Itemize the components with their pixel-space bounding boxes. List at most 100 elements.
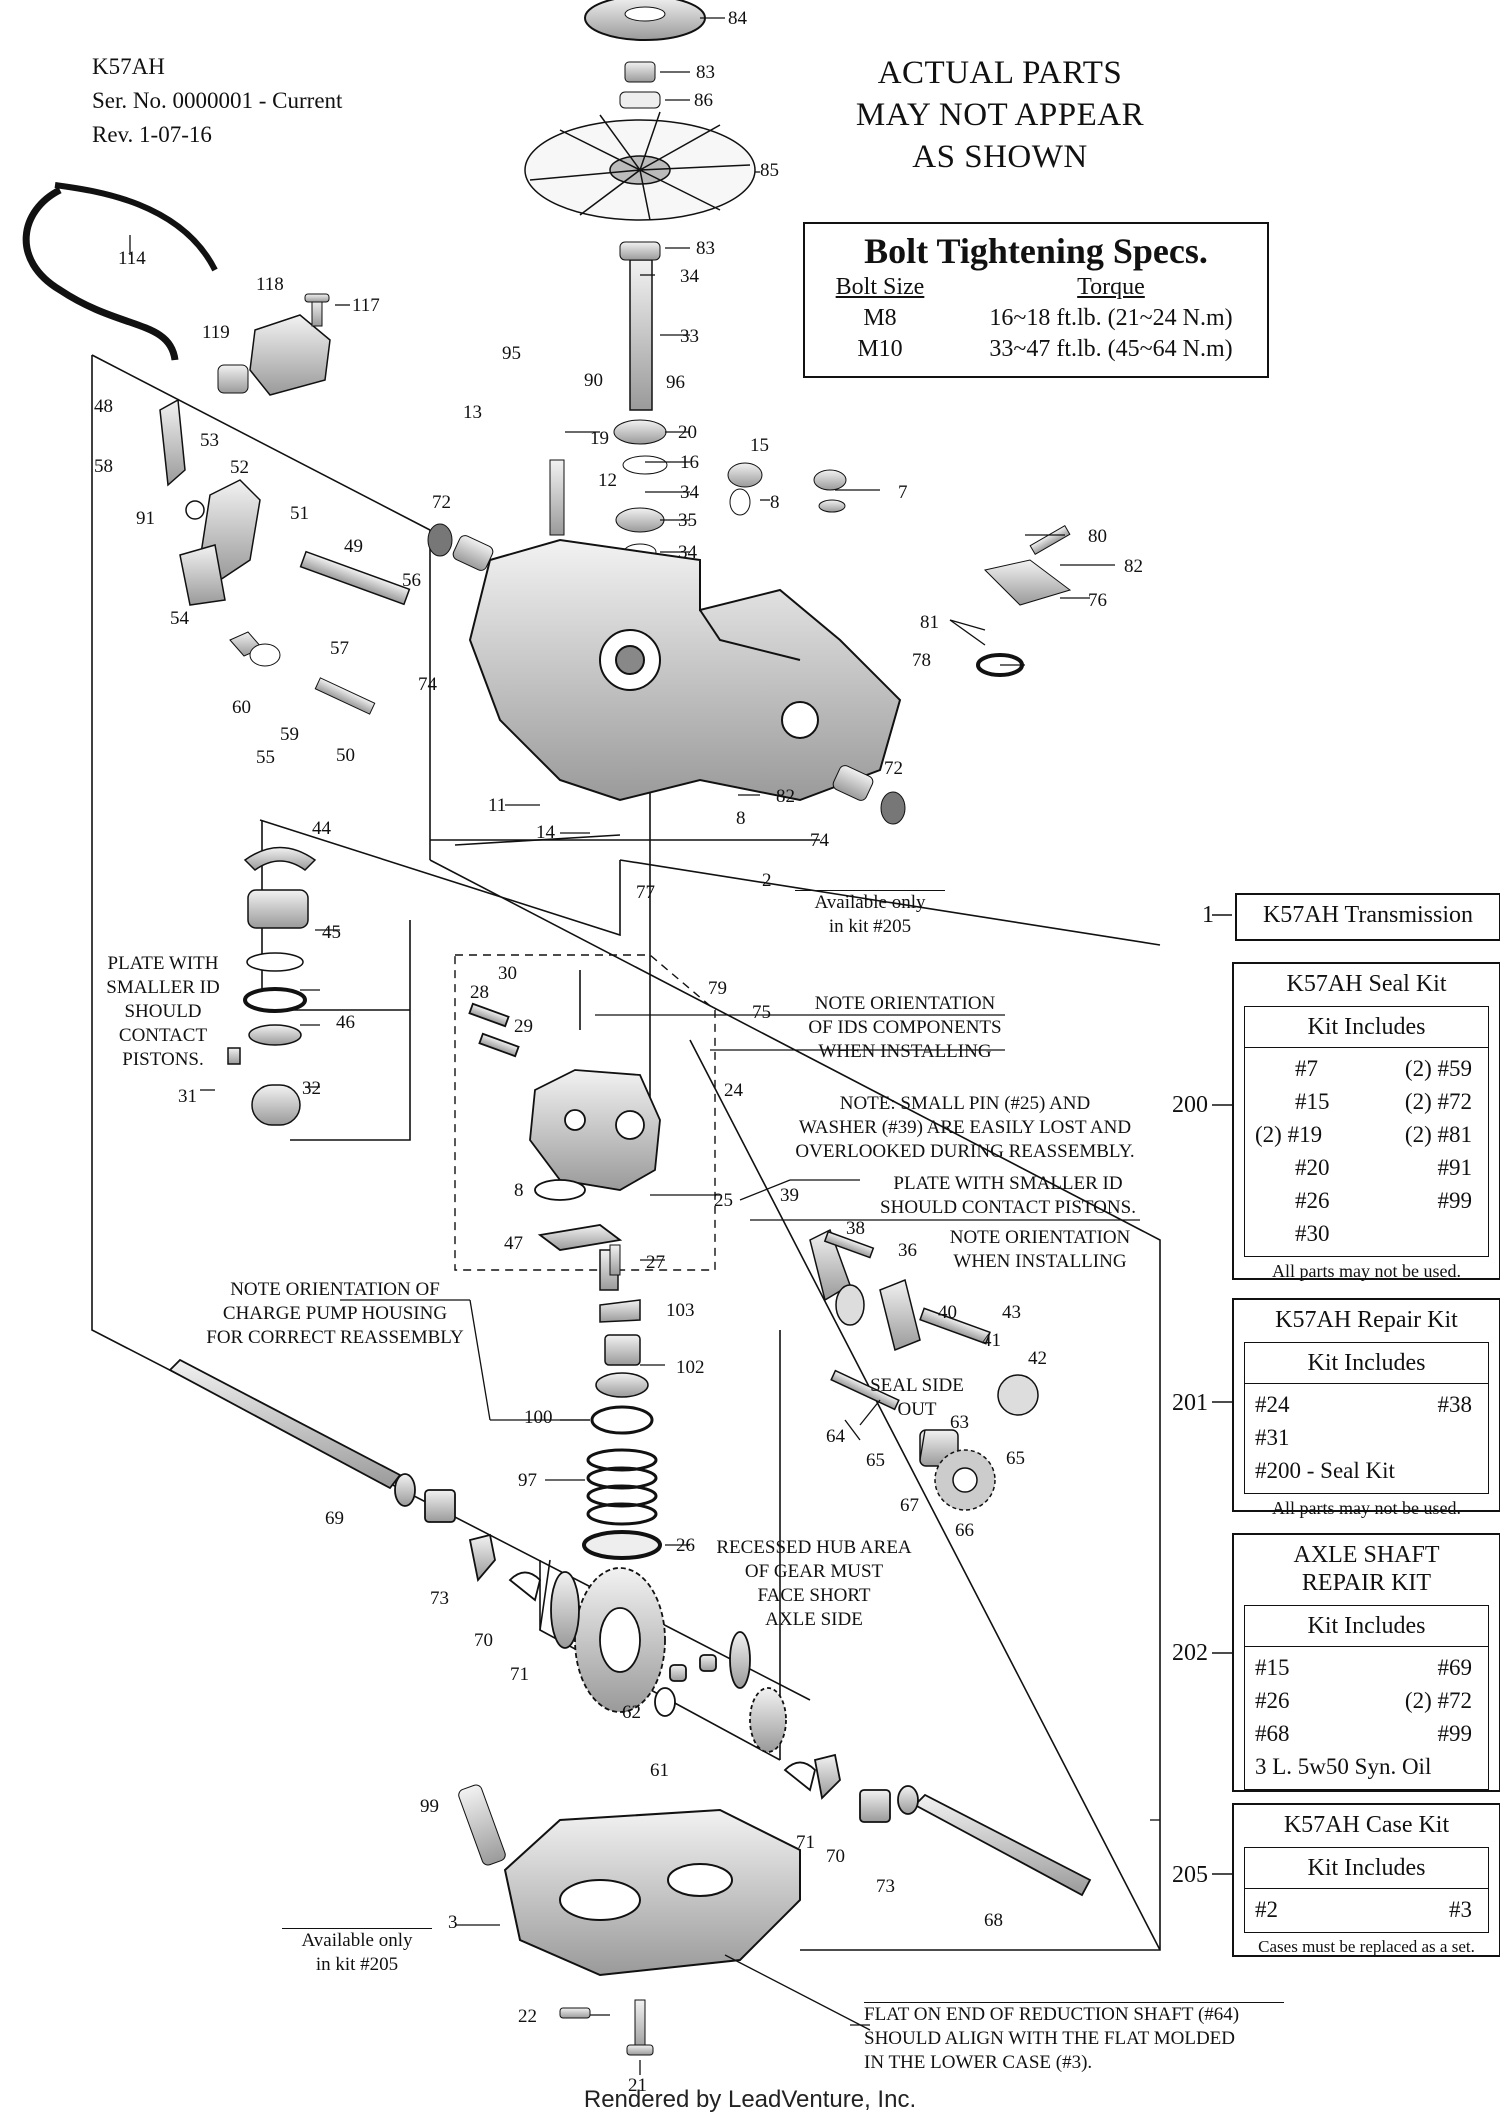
callout-line: WHEN INSTALLING: [818, 1041, 992, 1062]
part-number: 28: [470, 982, 489, 1003]
kit-includes-table: Kit Includes #15 #69 #26 (2) #72 #68 #99…: [1244, 1605, 1489, 1790]
part-number: 100: [524, 1407, 553, 1428]
part-number: 72: [432, 492, 451, 513]
plate-smaller-id-note-right: PLATE WITH SMALLER ID SHOULD CONTACT PIS…: [868, 1172, 1148, 1220]
bearing-stack-parts: [613, 419, 668, 561]
part-number: 12: [598, 470, 617, 491]
part-number: 75: [752, 1002, 771, 1023]
part-number: 74: [418, 674, 437, 695]
callout-line: Available only: [814, 892, 926, 913]
part-number: 72: [884, 758, 903, 779]
orientation-install-note: NOTE ORIENTATION WHEN INSTALLING: [940, 1226, 1140, 1274]
part-number: 38: [846, 1218, 865, 1239]
bolt-specs-row: M10 33~47 ft.lb. (45~64 N.m): [805, 334, 1267, 365]
kit-item: [1367, 1217, 1479, 1250]
part-number: 84: [728, 8, 747, 29]
header-block: K57AH Ser. No. 0000001 - Current Rev. 1-…: [92, 50, 342, 152]
callout-line: FACE SHORT: [757, 1585, 871, 1606]
sealant-tube-part: [458, 1784, 506, 1866]
callout-line: SHOULD ALIGN WITH THE FLAT MOLDED: [864, 2028, 1236, 2049]
callout-line: OUT: [897, 1399, 937, 1420]
part-number: 73: [430, 1588, 449, 1609]
torque-header: Torque: [1077, 274, 1145, 300]
callout-line: PISTONS.: [122, 1049, 204, 1070]
seal-kit-box: K57AH Seal Kit Kit Includes #7 (2) #59 #…: [1232, 962, 1500, 1281]
part-number: 42: [1028, 1348, 1047, 1369]
kit-item: #7: [1295, 1056, 1318, 1081]
part-number: 78: [912, 650, 931, 671]
callout-line: WASHER (#39) ARE EASILY LOST AND: [798, 1117, 1132, 1138]
callout-line: FOR CORRECT REASSEMBLY: [206, 1327, 464, 1348]
bolt-parts: [304, 293, 654, 2056]
part-number: 65: [1006, 1448, 1025, 1469]
part-number: 11: [488, 795, 507, 816]
part-number: 57: [330, 638, 349, 659]
part-number: 60: [232, 697, 251, 718]
part-number: 54: [170, 608, 189, 629]
serial-label: Ser. No. 0000001 - Current: [92, 88, 343, 113]
part-number: 71: [510, 1664, 529, 1685]
callout-line: OF IDS COMPONENTS: [808, 1017, 1002, 1038]
callout-line: WHEN INSTALLING: [953, 1251, 1127, 1272]
kit-item: #20: [1295, 1155, 1330, 1180]
part-number: 13: [463, 402, 482, 423]
short-axle-part: [783, 1753, 1092, 1897]
repair-kit-box: K57AH Repair Kit Kit Includes #24 #38 #3…: [1232, 1298, 1500, 1518]
part-number: 90: [584, 370, 603, 391]
kit-items-grid: #24 #38 #31 #200 - Seal Kit: [1245, 1384, 1488, 1493]
part-number: 32: [302, 1078, 321, 1099]
part-number: 26: [676, 1535, 695, 1556]
render-credit: Rendered by LeadVenture, Inc.: [583, 2086, 917, 2113]
part-number: 8: [514, 1180, 524, 1201]
kit-includes-header: Kit Includes: [1245, 1606, 1488, 1647]
flat-end-note: FLAT ON END OF REDUCTION SHAFT (#64) SHO…: [864, 2002, 1284, 2075]
part-number: 20: [678, 422, 697, 443]
part-number: 70: [826, 1846, 845, 1867]
caps-plug-parts: [727, 462, 847, 516]
notice-line: AS SHOWN: [912, 139, 1088, 175]
kit-item: #91: [1437, 1155, 1473, 1180]
charge-pump-parts: [582, 1249, 662, 1560]
axle-shaft-kit-box: AXLE SHAFT REPAIR KIT Kit Includes #15 #…: [1232, 1533, 1500, 1792]
control-shaft-parts: [229, 631, 376, 715]
part-number: 66: [955, 1520, 974, 1541]
part-number: 63: [950, 1412, 969, 1433]
kit-item: #3: [1449, 1897, 1472, 1922]
kit-items-grid: #2 #3: [1245, 1889, 1488, 1932]
bolt-size-cell: M10: [857, 336, 903, 362]
kit-item: (2) #81: [1404, 1122, 1472, 1147]
part-number: 76: [1088, 590, 1107, 611]
notice-block: ACTUAL PARTS MAY NOT APPEAR AS SHOWN: [820, 52, 1180, 178]
input-shaft-part: [619, 241, 661, 411]
part-number: 47: [504, 1233, 523, 1254]
kit-ref-200: 200: [1172, 1092, 1208, 1118]
small-pin-note: NOTE: SMALL PIN (#25) AND WASHER (#39) A…: [780, 1092, 1150, 1164]
part-number: 67: [900, 1495, 919, 1516]
part-number: 59: [280, 724, 299, 745]
part-number: 31: [178, 1086, 197, 1107]
notice-line: MAY NOT APPEAR: [855, 97, 1145, 133]
bolt-specs-title: Bolt Tightening Specs.: [864, 231, 1208, 271]
part-number: 119: [202, 322, 230, 343]
part-number: 55: [256, 747, 275, 768]
part-number: 44: [312, 818, 331, 839]
part-number: 58: [94, 456, 113, 477]
kit-items-grid: #7 (2) #59 #15 (2) #72 (2) #19 (2) #81 #…: [1245, 1048, 1488, 1256]
kit-ref-205: 205: [1172, 1862, 1208, 1888]
kit-item: (2) #59: [1404, 1056, 1472, 1081]
transmission-box: K57AH Transmission: [1235, 893, 1500, 941]
kit-205-callout-bottom: Available only in kit #205: [282, 1928, 432, 1977]
recessed-hub-note: RECESSED HUB AREA OF GEAR MUST FACE SHOR…: [704, 1536, 924, 1632]
callout-line: NOTE ORIENTATION: [814, 993, 996, 1014]
callout-line: OVERLOOKED DURING REASSEMBLY.: [795, 1141, 1135, 1162]
axle-bushing-parts: [427, 523, 906, 825]
part-number: 82: [1124, 556, 1143, 577]
part-number: 39: [780, 1185, 799, 1206]
part-number: 2: [762, 870, 772, 891]
kit-title: K57AH Case Kit: [1283, 1812, 1450, 1838]
part-number: 97: [518, 1470, 537, 1491]
part-number: 7: [898, 482, 908, 503]
part-number: 69: [325, 1508, 344, 1529]
lower-case-part: [503, 1808, 801, 1977]
transmission-ref: 1: [1202, 902, 1214, 928]
